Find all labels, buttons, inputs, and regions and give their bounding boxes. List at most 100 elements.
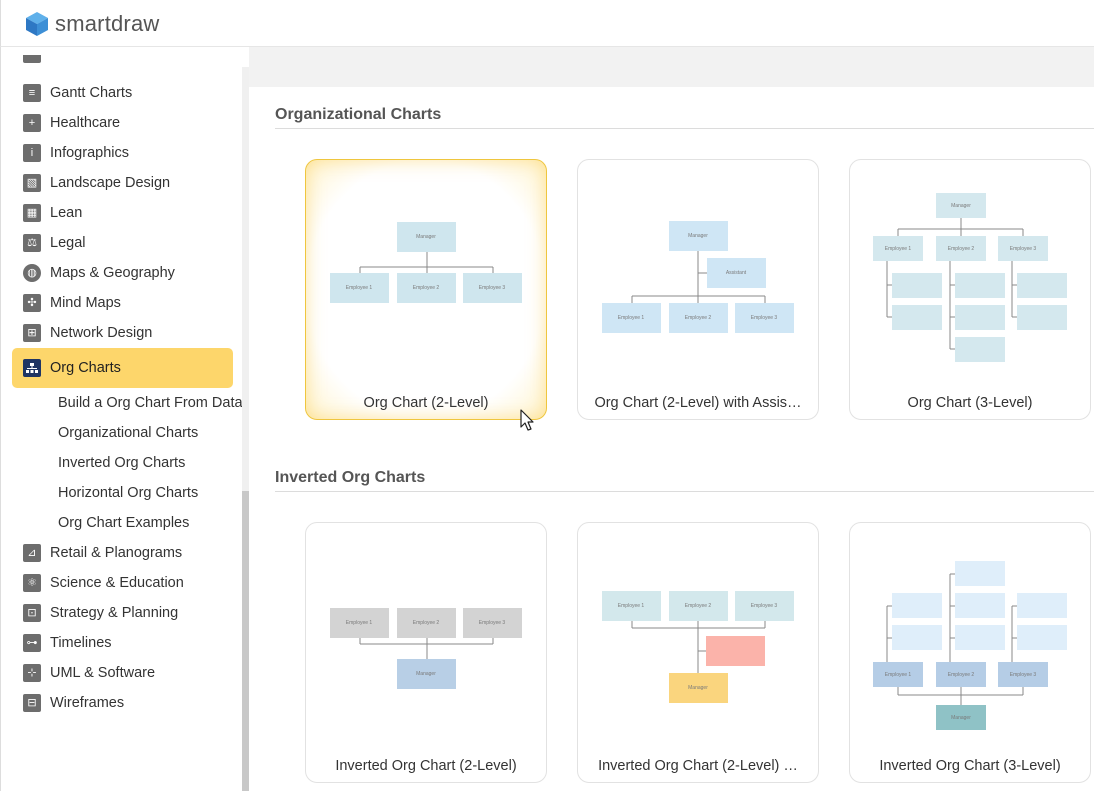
- partially-hidden-icon: [23, 55, 41, 63]
- thumb-employee-text: Employee 1: [346, 285, 373, 291]
- info-icon: i: [23, 144, 41, 162]
- sidebar-item-lean[interactable]: ▦ Lean: [23, 202, 82, 224]
- section-divider: [275, 491, 1094, 492]
- sidebar-item-label: Lean: [50, 205, 83, 221]
- sidebar-item-label: Infographics: [50, 145, 129, 161]
- thumb-employee-text: Employee 3: [751, 315, 778, 321]
- atom-icon: ⚛: [23, 574, 41, 592]
- section-title-organizational-charts: Organizational Charts: [275, 106, 442, 123]
- sidebar-item-maps-geography[interactable]: ◍ Maps & Geography: [23, 262, 175, 284]
- thumb-employee-text: Employee 3: [1010, 672, 1037, 678]
- thumb-employee-text: Employee 2: [413, 285, 440, 291]
- thumb-employee-text: Employee 2: [685, 315, 712, 321]
- thumb-employee-text: Employee 1: [346, 620, 373, 626]
- sidebar-subitem-organizational-charts[interactable]: Organizational Charts: [58, 425, 199, 441]
- sidebar-item-label: Org Charts: [50, 360, 121, 376]
- lean-icon: ▦: [23, 204, 41, 222]
- thumb-manager-text: Manager: [688, 685, 708, 691]
- thumb-manager-text: Manager: [951, 203, 971, 209]
- top-bar: smartdraw: [0, 0, 1094, 47]
- thumb-employee-text: Employee 2: [413, 620, 440, 626]
- template-card-inverted-org-chart-2-level[interactable]: Employee 1 Employee 2 Employee 3 Manager…: [305, 522, 547, 783]
- sidebar-item-label: Mind Maps: [50, 295, 121, 311]
- sidebar-item-retail-planograms[interactable]: ⊿ Retail & Planograms: [23, 542, 182, 564]
- template-thumbnail: Employee 1 Employee 2 Employee 3 Manager: [873, 561, 1067, 730]
- template-thumbnail: Employee 1 Employee 2 Employee 3 Manager: [330, 608, 522, 689]
- uml-icon: ⊹: [23, 664, 41, 682]
- legal-scale-icon: ⚖: [23, 234, 41, 252]
- thumb-employee-text: Employee 2: [685, 603, 712, 609]
- sidebar-item-label: Wireframes: [50, 695, 125, 711]
- template-card-org-chart-2-level-assistant[interactable]: Manager Assistant Employee 1 Employee 2 …: [577, 159, 819, 420]
- sidebar-item-label: Maps & Geography: [50, 265, 175, 281]
- thumb-employee-text: Employee 3: [751, 603, 778, 609]
- thumb-employee-text: Employee 1: [618, 603, 645, 609]
- strategy-icon: ⊡: [23, 604, 41, 622]
- template-card-label: Inverted Org Chart (3-Level): [879, 758, 1061, 774]
- sidebar-item-wireframes[interactable]: ⊟ Wireframes: [23, 692, 124, 714]
- template-card-inverted-org-chart-2-level-assistant[interactable]: Employee 1 Employee 2 Employee 3 Manager…: [577, 522, 819, 783]
- retail-icon: ⊿: [23, 544, 41, 562]
- sidebar-item-label: Timelines: [50, 635, 112, 651]
- thumb-employee-text: Employee 1: [885, 672, 912, 678]
- template-card-label: Org Chart (2-Level): [363, 395, 489, 411]
- template-card-inverted-org-chart-3-level[interactable]: Employee 1 Employee 2 Employee 3 Manager…: [849, 522, 1091, 783]
- sidebar-item-label: Gantt Charts: [50, 85, 133, 101]
- thumb-manager-text: Manager: [416, 234, 436, 240]
- thumb-manager-text: Manager: [688, 233, 708, 239]
- sidebar-item-org-charts[interactable]: Org Charts: [12, 348, 233, 388]
- template-card-label: Org Chart (2-Level) with Assis…: [594, 395, 802, 411]
- sidebar-item-label: Landscape Design: [50, 175, 171, 191]
- thumb-employee-text: Employee 3: [1010, 246, 1037, 252]
- template-gallery: Organizational Charts Manager Employee 1…: [249, 47, 1094, 791]
- sidebar-subitem-inverted-org-charts[interactable]: Inverted Org Charts: [58, 455, 186, 471]
- sidebar-item-label: Strategy & Planning: [50, 605, 179, 621]
- sidebar-scrollbar-thumb[interactable]: [242, 491, 249, 791]
- thumb-employee-text: Employee 2: [948, 246, 975, 252]
- template-thumbnail: Employee 1 Employee 2 Employee 3 Manager: [602, 591, 794, 703]
- thumb-manager-text: Manager: [951, 715, 971, 721]
- template-thumbnail: Manager Assistant Employee 1 Employee 2 …: [602, 221, 794, 333]
- sidebar-item-strategy-planning[interactable]: ⊡ Strategy & Planning: [23, 602, 178, 624]
- sidebar-item-science-education[interactable]: ⚛ Science & Education: [23, 572, 184, 594]
- smartdraw-logo[interactable]: smartdraw: [25, 11, 160, 37]
- sidebar-item-legal[interactable]: ⚖ Legal: [23, 232, 85, 254]
- template-card-label: Inverted Org Chart (2-Level) …: [598, 758, 798, 774]
- mind-map-icon: ✣: [23, 294, 41, 312]
- landscape-icon: ▧: [23, 174, 41, 192]
- timeline-icon: ⊶: [23, 634, 41, 652]
- thumb-employee-text: Employee 2: [948, 672, 975, 678]
- template-card-label: Inverted Org Chart (2-Level): [335, 758, 517, 774]
- sidebar-item-landscape-design[interactable]: ▧ Landscape Design: [23, 172, 170, 194]
- sidebar-subitem-horizontal-org-charts[interactable]: Horizontal Org Charts: [58, 485, 199, 501]
- sidebar-item-label: UML & Software: [50, 665, 156, 681]
- sidebar-item-gantt-charts[interactable]: ≡ Gantt Charts: [23, 82, 132, 104]
- sidebar-subitem-org-chart-examples[interactable]: Org Chart Examples: [58, 515, 190, 531]
- sidebar-item-timelines[interactable]: ⊶ Timelines: [23, 632, 112, 654]
- sidebar-item-mind-maps[interactable]: ✣ Mind Maps: [23, 292, 121, 314]
- sidebar-item-label: Science & Education: [50, 575, 184, 591]
- template-card-label: Org Chart (3-Level): [907, 395, 1033, 411]
- sidebar-item-label: Healthcare: [50, 115, 121, 131]
- sidebar-subitem-build-from-data[interactable]: Build a Org Chart From Data: [58, 395, 243, 411]
- template-card-org-chart-3-level[interactable]: Manager Employee 1 Employee 2 Employee 3…: [849, 159, 1091, 420]
- thumb-employee-text: Employee 3: [479, 285, 506, 291]
- sidebar-item-uml-software[interactable]: ⊹ UML & Software: [23, 662, 155, 684]
- thumb-employee-text: Employee 1: [618, 315, 645, 321]
- gantt-icon: ≡: [23, 84, 41, 102]
- thumb-assistant-text: Assistant: [726, 270, 747, 276]
- template-card-org-chart-2-level[interactable]: Manager Employee 1 Employee 2 Employee 3…: [305, 159, 547, 420]
- sidebar-scrollbar-track[interactable]: [242, 67, 249, 791]
- thumb-manager-text: Manager: [416, 671, 436, 677]
- template-thumbnail: Manager Employee 1 Employee 2 Employee 3: [873, 193, 1067, 362]
- wireframe-icon: ⊟: [23, 694, 41, 712]
- thumb-employee-text: Employee 3: [479, 620, 506, 626]
- sidebar-item-label: Network Design: [50, 325, 153, 341]
- sidebar-item-healthcare[interactable]: + Healthcare: [23, 112, 120, 134]
- mouse-cursor-icon: [520, 409, 534, 431]
- sidebar-item-infographics[interactable]: i Infographics: [23, 142, 129, 164]
- sidebar-item-label: Retail & Planograms: [50, 545, 183, 561]
- app-name: smartdraw: [55, 11, 160, 36]
- sidebar-item-network-design[interactable]: ⊞ Network Design: [23, 322, 152, 344]
- section-divider: [275, 128, 1094, 129]
